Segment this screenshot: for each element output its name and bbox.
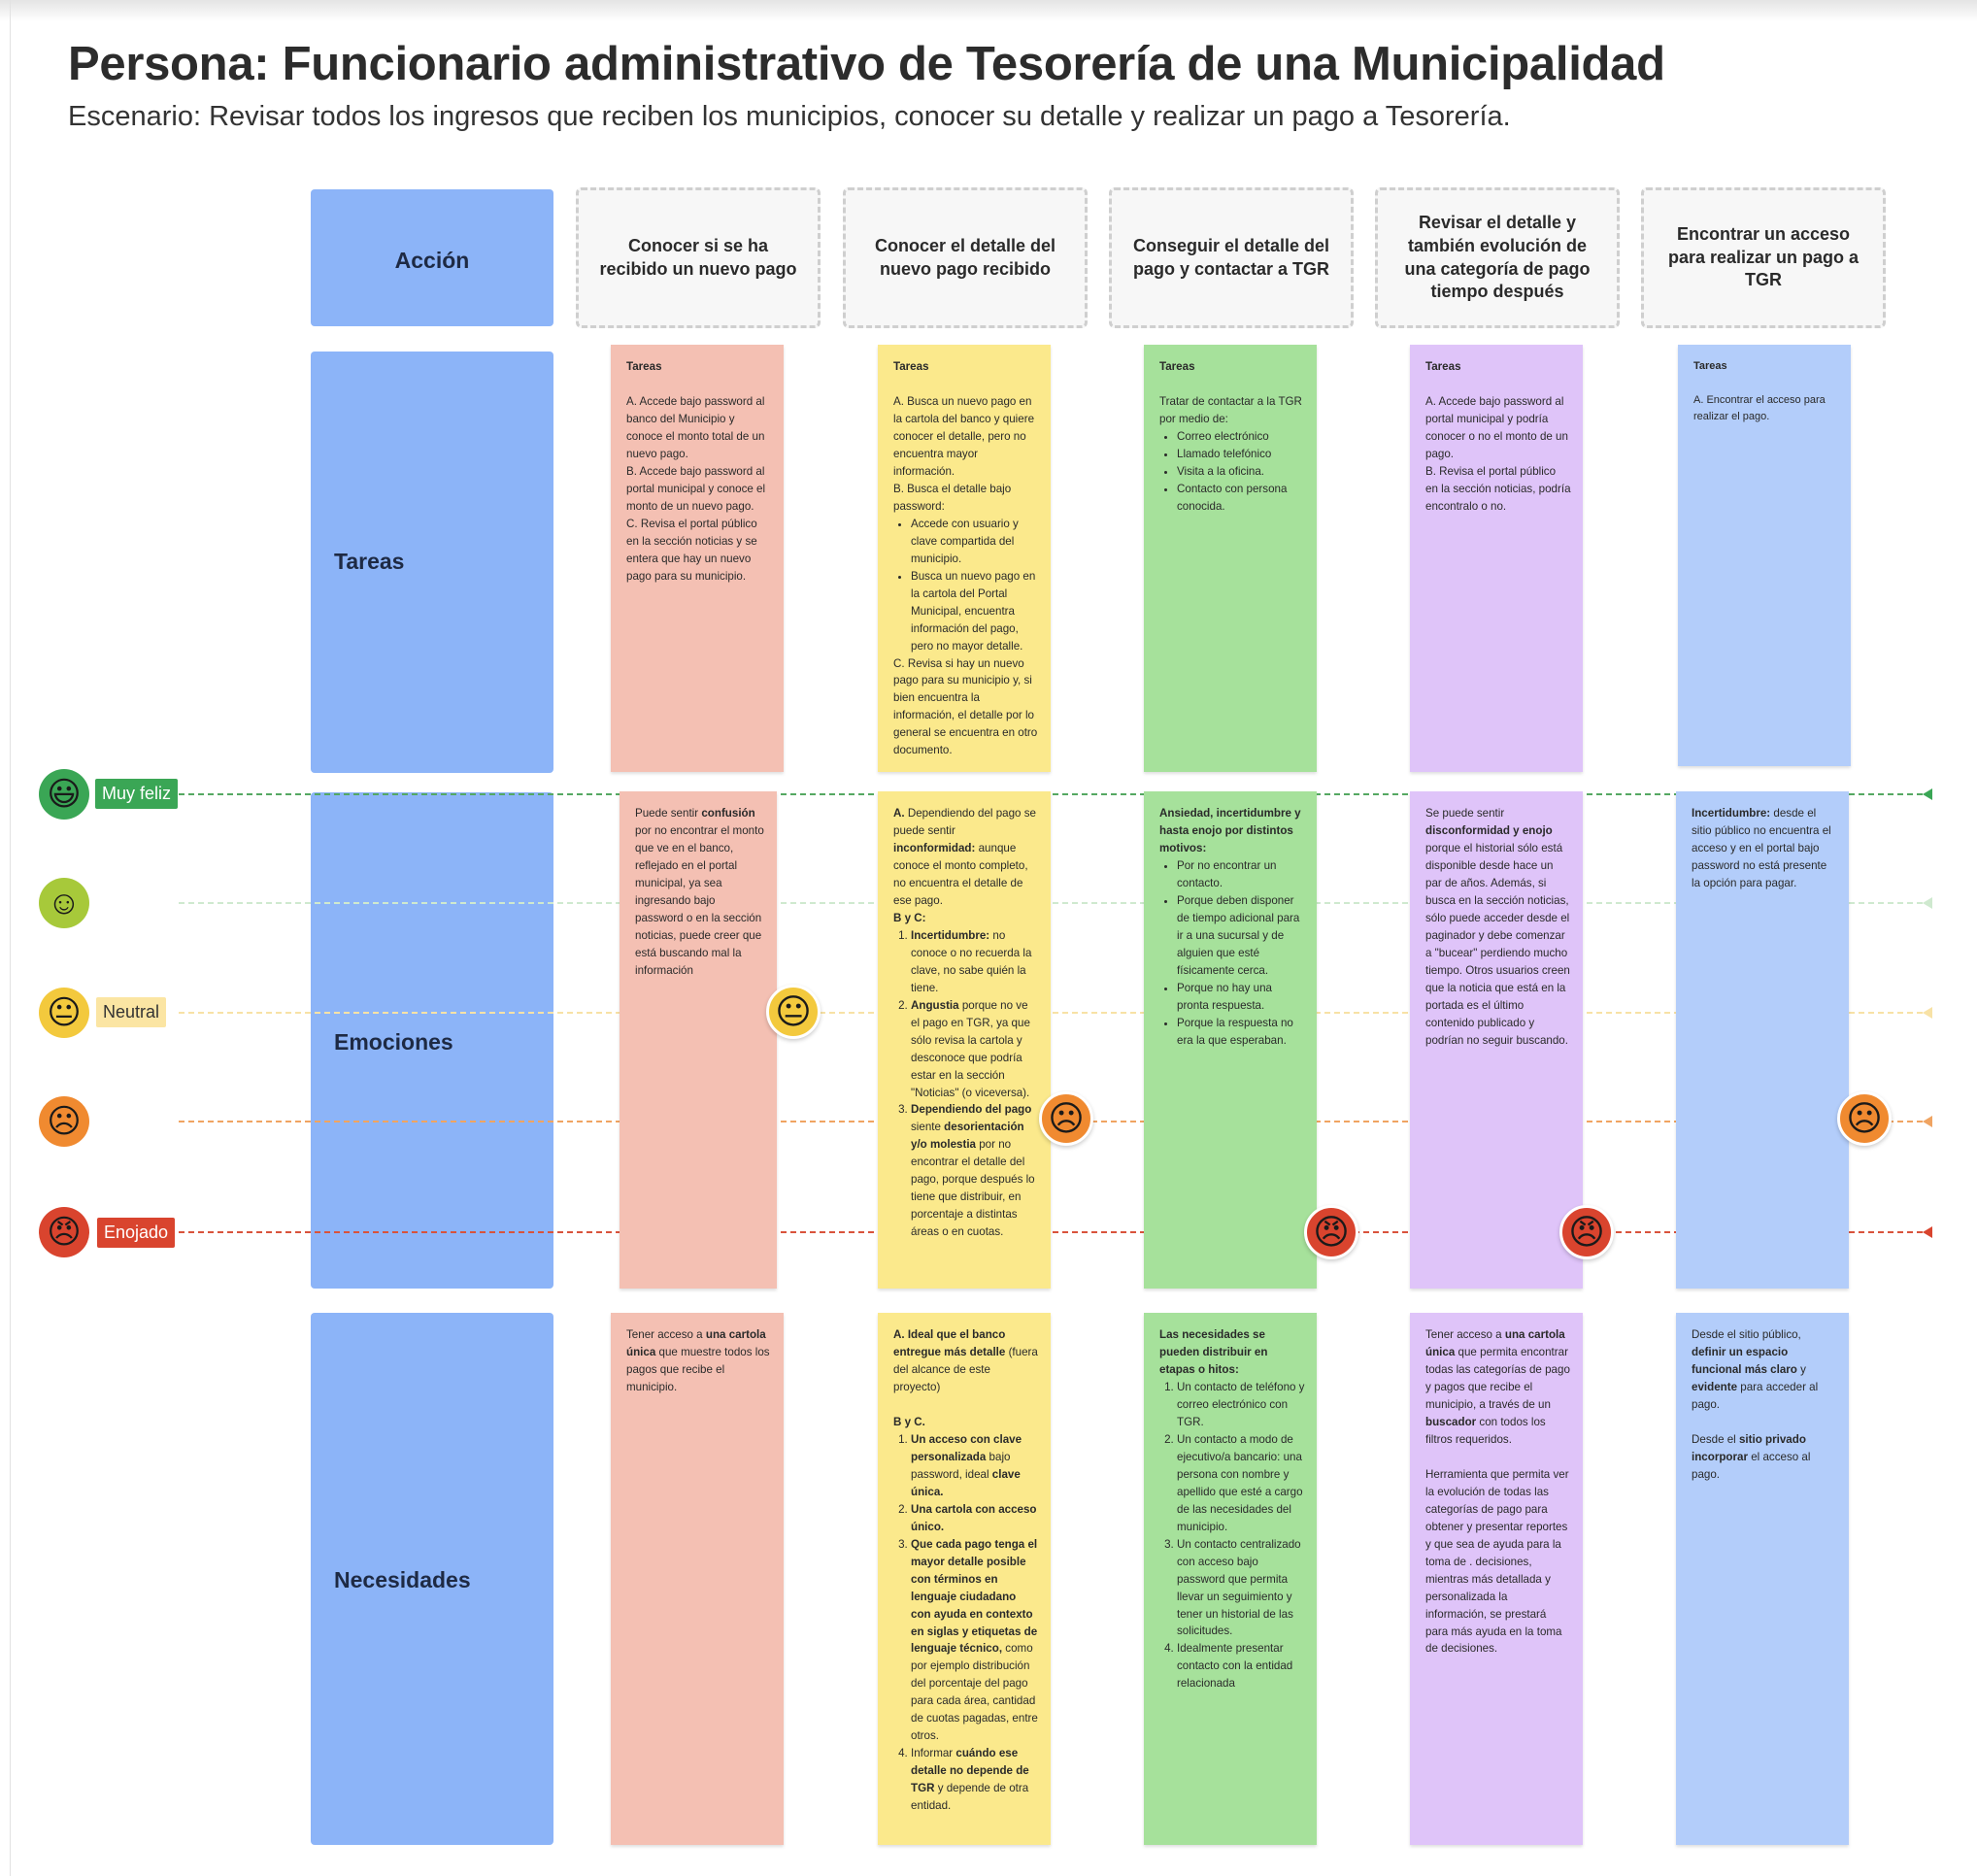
row-label-accion: Acción (311, 189, 553, 326)
emotion-line-angry (179, 1231, 1932, 1233)
emotion-line-neutral (179, 1012, 1932, 1014)
emotion-note-1: Puede sentir confusión por no encontrar … (620, 791, 777, 1289)
frowning-face-icon: ☹︎ (1837, 1091, 1892, 1146)
row-label-tareas: Tareas (311, 352, 553, 773)
page-subtitle: Escenario: Revisar todos los ingresos qu… (68, 101, 1511, 132)
canvas-edge (10, 0, 11, 1876)
emotion-note-5: Incertidumbre: desde el sitio público no… (1676, 791, 1849, 1289)
action-card-5: Encontrar un acceso para realizar un pag… (1641, 187, 1886, 328)
grinning-face-icon: 😃︎ (39, 769, 89, 820)
emotion-tag-very-happy: Muy feliz (95, 779, 179, 809)
emotion-note-2: A. Dependiendo del pago se puede sentir … (878, 791, 1051, 1289)
arrowhead-angry (1923, 1226, 1932, 1238)
neutral-face-icon: 😐︎ (766, 985, 821, 1039)
neutral-face-icon: 😐︎ (39, 988, 89, 1038)
arrowhead-very-happy (1923, 788, 1932, 800)
frowning-face-icon: ☹︎ (1039, 1091, 1093, 1146)
emotion-note-3: Ansiedad, incertidumbre y hasta enojo po… (1144, 791, 1317, 1289)
needs-note-5: Desde el sitio público, definir un espac… (1676, 1313, 1849, 1845)
needs-note-4: Tener acceso a una cartola única que per… (1410, 1313, 1583, 1845)
angry-face-icon: 😠︎ (39, 1207, 89, 1257)
angry-face-icon: 😠︎ (1559, 1205, 1614, 1259)
task-note-1: Tareas A. Accede bajo password al banco … (611, 345, 784, 772)
emotion-line-happy (179, 902, 1932, 904)
angry-face-icon: 😠︎ (1304, 1205, 1358, 1259)
arrowhead-neutral (1923, 1007, 1932, 1019)
emotion-tag-angry: Enojado (97, 1218, 176, 1248)
task-note-4: Tareas A. Accede bajo password al portal… (1410, 345, 1583, 772)
emotion-tag-neutral: Neutral (96, 997, 167, 1027)
frowning-face-icon: ☹︎ (39, 1096, 89, 1147)
emotion-line-very-happy (179, 793, 1932, 795)
row-label-necesidades: Necesidades (311, 1313, 553, 1845)
needs-note-3: Las necesidades se pueden distribuir en … (1144, 1313, 1317, 1845)
arrowhead-happy (1923, 897, 1932, 909)
task-note-3: Tareas Tratar de contactar a la TGR por … (1144, 345, 1317, 772)
page-title: Persona: Funcionario administrativo de T… (68, 38, 1665, 90)
task-note-2: Tareas A. Busca un nuevo pago en la cart… (878, 345, 1051, 772)
needs-note-1: Tener acceso a una cartola única que mue… (611, 1313, 784, 1845)
action-card-4: Revisar el detalle y también evolución d… (1375, 187, 1620, 328)
task-note-5: Tareas A. Encontrar el acceso para reali… (1678, 345, 1851, 766)
row-label-emociones: Emociones (311, 792, 553, 1289)
arrowhead-sad (1923, 1116, 1932, 1127)
needs-note-2: A. Ideal que el banco entregue más detal… (878, 1313, 1051, 1845)
emotion-note-4: Se puede sentir disconformidad y enojo p… (1410, 791, 1583, 1289)
action-card-3: Conseguir el detalle del pago y contacta… (1109, 187, 1354, 328)
smiling-face-icon: ☺︎ (39, 878, 89, 928)
top-shadow (0, 0, 1977, 21)
action-card-2: Conocer el detalle del nuevo pago recibi… (843, 187, 1088, 328)
action-card-1: Conocer si se ha recibido un nuevo pago (576, 187, 821, 328)
